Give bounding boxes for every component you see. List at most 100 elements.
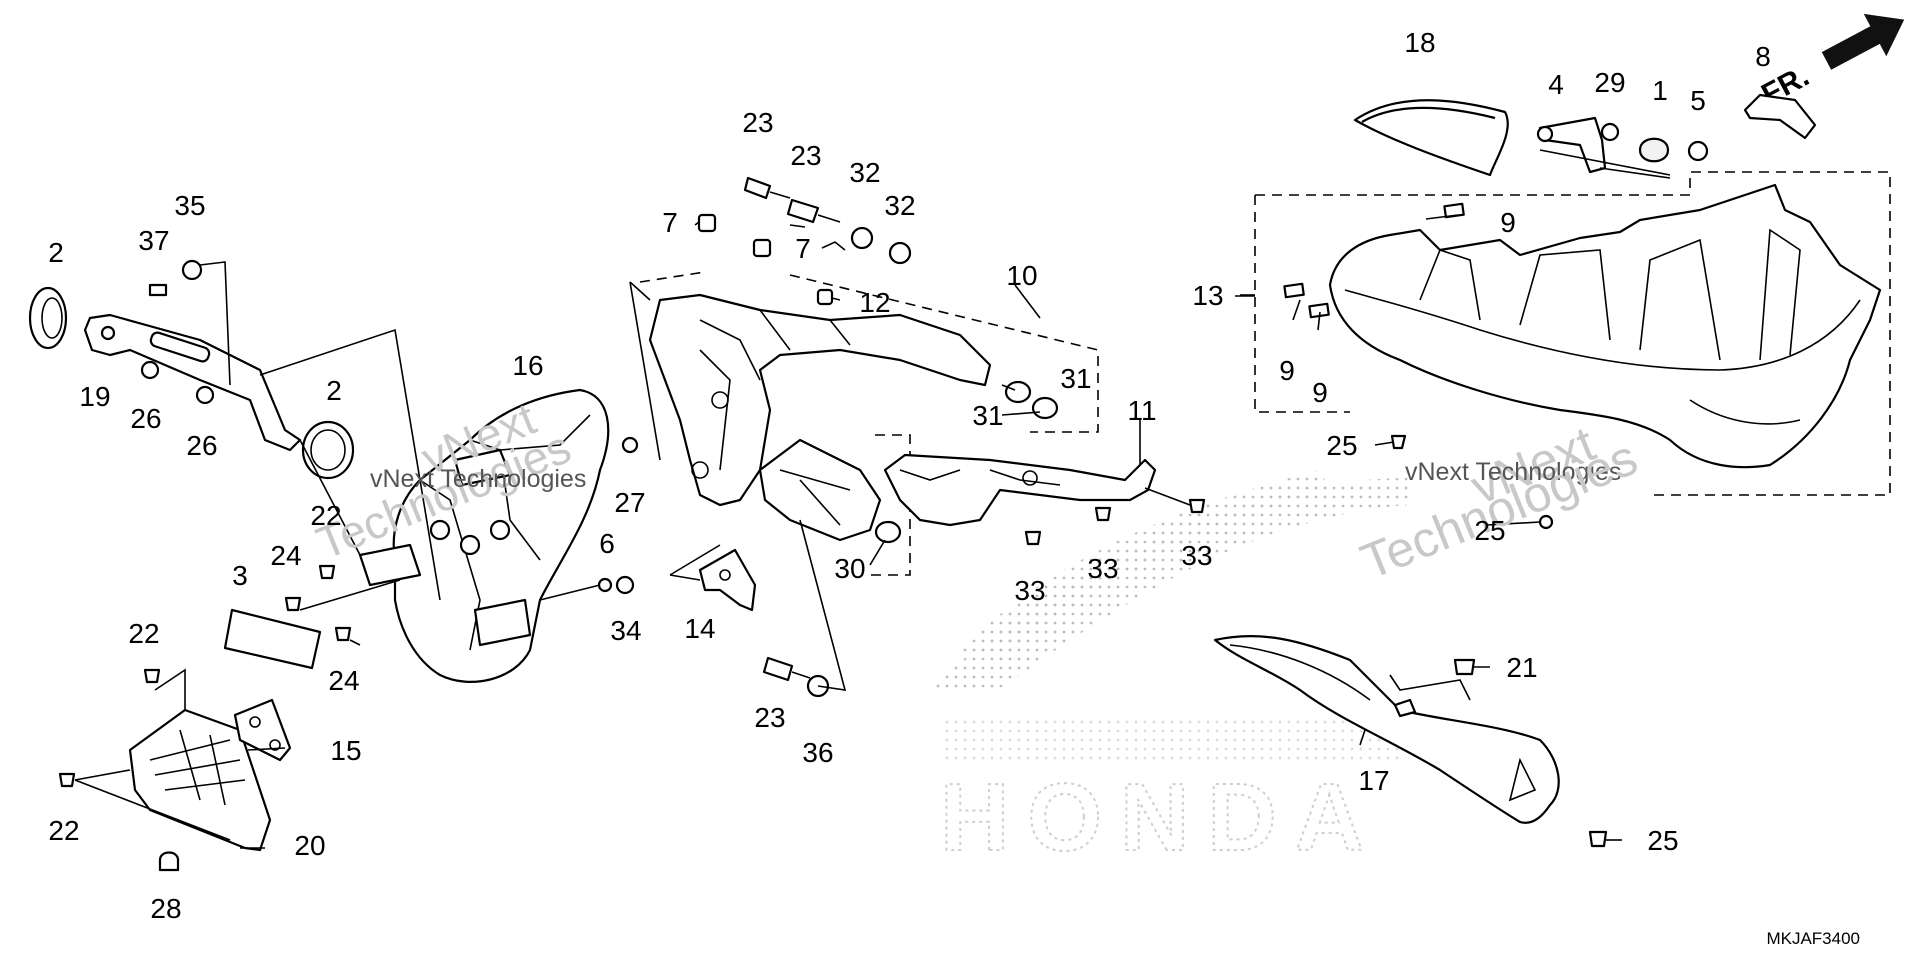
part-27-nut <box>621 436 639 454</box>
part-8-clip <box>1743 93 1817 140</box>
diagram-code: MKJAF3400 <box>1766 929 1860 948</box>
part-21-screw <box>1453 658 1476 676</box>
part-31-grommet-a <box>1004 380 1032 404</box>
callout-9-lower: 9 <box>1312 377 1328 408</box>
callout-21: 21 <box>1506 652 1537 683</box>
callout-18: 18 <box>1404 27 1435 58</box>
callout-26-b: 26 <box>186 430 217 461</box>
part-33-screw-a <box>1024 530 1042 546</box>
callout-26-a: 26 <box>130 403 161 434</box>
callout-15: 15 <box>330 735 361 766</box>
part-35-washer <box>181 259 203 281</box>
callout-32-a: 32 <box>849 157 880 188</box>
part-10-lower-arm <box>758 438 882 542</box>
watermark-text: vNext Technologies <box>1405 458 1621 486</box>
part-24-screw-a <box>284 596 302 612</box>
part-12-clip <box>816 288 834 306</box>
callout-24-b: 24 <box>328 665 359 696</box>
part-15-gasket <box>233 698 292 762</box>
part-26-nut-b <box>195 385 215 405</box>
callout-31-b: 31 <box>972 400 1003 431</box>
part-16-tab-right <box>473 598 532 647</box>
part-32-washer-a <box>850 226 874 250</box>
callout-30: 30 <box>834 553 865 584</box>
callout-13: 13 <box>1192 280 1223 311</box>
part-2-grommet-left <box>28 286 68 350</box>
part-22-screw-a <box>318 564 336 580</box>
callout-25-c: 25 <box>1647 825 1678 856</box>
part-4-hole <box>1536 125 1554 143</box>
part-18-trim <box>1353 99 1509 177</box>
callout-29: 29 <box>1594 67 1625 98</box>
callout-14: 14 <box>684 613 715 644</box>
part-1-knob <box>1638 137 1670 163</box>
part-16-hole-a <box>429 519 451 541</box>
part-7-nut-a <box>697 213 717 233</box>
callout-7-b: 7 <box>795 233 811 264</box>
callout-23-a: 23 <box>742 107 773 138</box>
callout-10: 10 <box>1006 260 1037 291</box>
part-19-slot <box>149 331 211 363</box>
callout-19: 19 <box>79 381 110 412</box>
part-31-grommet-b <box>1031 396 1059 420</box>
part-28-plug <box>158 851 180 872</box>
callout-8: 8 <box>1755 41 1771 72</box>
callout-25-b: 25 <box>1474 515 1505 546</box>
part-33-screw-c <box>1188 498 1206 514</box>
group-box-13 <box>1240 171 1891 496</box>
callout-6: 6 <box>599 528 615 559</box>
callout-2-right: 2 <box>326 375 342 406</box>
part-17-clip <box>1393 698 1417 718</box>
part-23-bolt-a <box>743 176 772 200</box>
callout-31-a: 31 <box>1060 363 1091 394</box>
callout-22-b: 22 <box>128 618 159 649</box>
callout-9-left: 9 <box>1279 355 1295 386</box>
part-13-undercover <box>1328 183 1882 469</box>
part-29-nut <box>1600 122 1620 142</box>
callout-33-c: 33 <box>1181 540 1212 571</box>
part-2-grommet-right-inner <box>310 429 346 471</box>
part-30-grommet <box>874 520 902 544</box>
part-25-screw <box>1390 434 1407 450</box>
callout-25-a: 25 <box>1326 430 1357 461</box>
svg-text:HONDA: HONDA <box>940 764 1382 871</box>
callout-11: 11 <box>1127 395 1156 426</box>
part-23-bolt-b <box>786 198 820 224</box>
callout-3: 3 <box>232 560 248 591</box>
callout-37: 37 <box>138 225 169 256</box>
callout-23-c: 23 <box>754 702 785 733</box>
callout-23-b: 23 <box>790 140 821 171</box>
callout-labels: 18 4 29 1 5 8 9 13 9 9 25 25 23 23 32 32… <box>48 27 1771 924</box>
callout-24-a: 24 <box>270 540 301 571</box>
part-34-nut <box>615 575 635 595</box>
callout-22-c: 22 <box>48 815 79 846</box>
part-26-nut-a <box>140 360 160 380</box>
part-16-top-tab <box>453 448 512 487</box>
part-24-screw-b <box>334 626 352 642</box>
callout-32-b: 32 <box>884 190 915 221</box>
callout-5: 5 <box>1690 85 1706 116</box>
callout-12: 12 <box>859 287 890 318</box>
leader-lines <box>240 214 1622 849</box>
callout-22-a: 22 <box>310 500 341 531</box>
part-32-washer-b <box>888 241 912 265</box>
part-19-plate <box>83 313 302 452</box>
callout-28: 28 <box>150 893 181 924</box>
part-22-screw-c <box>58 772 76 788</box>
honda-logo-watermark: HONDA <box>930 470 1410 872</box>
callout-7-a: 7 <box>662 207 678 238</box>
part-7-nut-b <box>752 238 772 258</box>
callout-35: 35 <box>174 190 205 221</box>
callout-2-left: 2 <box>48 237 64 268</box>
part-10-rear-frame <box>648 293 992 507</box>
callout-9-top: 9 <box>1500 207 1516 238</box>
part-23-bolt-c <box>762 656 794 682</box>
part-33-screw-b <box>1094 506 1112 522</box>
callout-36: 36 <box>802 737 833 768</box>
part-17-tail-cover <box>1213 634 1560 824</box>
watermark-text: vNext Technologies <box>370 465 586 493</box>
callout-1: 1 <box>1652 75 1668 106</box>
part-4-bracket <box>1538 116 1607 174</box>
part-6-washer <box>597 577 613 593</box>
